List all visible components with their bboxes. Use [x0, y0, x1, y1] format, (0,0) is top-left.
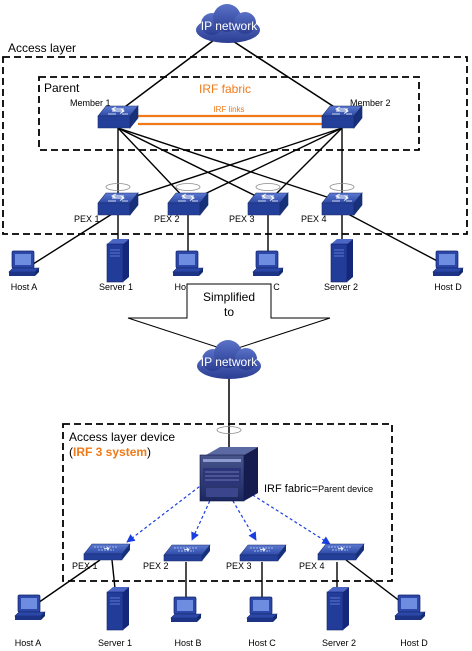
irf-open-paren: ( [69, 445, 73, 459]
irf-close-paren: ) [147, 445, 151, 459]
irf-system-label: (IRF 3 system) [69, 445, 151, 459]
chassis-icon [199, 447, 258, 502]
pex2-label: PEX 2 [154, 214, 180, 224]
switch-icon [247, 192, 289, 216]
pc-icon [252, 250, 284, 277]
access-device-box [62, 423, 393, 582]
pex4-label: PEX 4 [301, 214, 327, 224]
pc-icon [394, 594, 426, 621]
pex2-label-bottom: PEX 2 [143, 561, 169, 571]
pex3-label: PEX 3 [229, 214, 255, 224]
irf-system-text: IRF 3 system [73, 445, 147, 459]
parent-box [38, 76, 420, 151]
switch-icon [167, 192, 209, 216]
host-c-label-bottom: Host C [248, 638, 276, 648]
host-a-label-bottom: Host A [15, 638, 42, 648]
switch-icon [97, 105, 139, 129]
down-arrow-icon [127, 283, 331, 352]
server-icon [106, 238, 130, 283]
switch-icon [239, 544, 287, 562]
pc-icon [432, 250, 464, 277]
pex4-label-bottom: PEX 4 [299, 561, 325, 571]
access-device-label: Access layer device [69, 430, 175, 444]
member2-label: Member 2 [350, 98, 391, 108]
access-layer-label: Access layer [8, 41, 76, 55]
pex1-label: PEX 1 [74, 214, 100, 224]
switch-icon [163, 544, 211, 562]
switch-icon [317, 543, 365, 561]
server-icon [326, 586, 350, 631]
server-icon [106, 586, 130, 631]
fabric-main-text: IRF fabric= [264, 483, 318, 495]
pc-icon [246, 596, 278, 623]
server2-label: Server 2 [324, 282, 358, 292]
cloud-label: IP network [201, 19, 258, 33]
pc-icon [14, 594, 46, 621]
simplified-label: Simplified [203, 290, 255, 304]
irf-fabric-label: IRF fabric [199, 82, 251, 96]
server1-label-bottom: Server 1 [98, 638, 132, 648]
server2-label-bottom: Server 2 [322, 638, 356, 648]
pex1-label-bottom: PEX 1 [72, 561, 98, 571]
member1-label: Member 1 [70, 98, 111, 108]
fabric-parent-label: IRF fabric=Parent device [264, 483, 373, 495]
access-layer-box [2, 56, 468, 235]
switch-icon [321, 105, 363, 129]
host-b-label-bottom: Host B [174, 638, 201, 648]
host-d-label-bottom: Host D [400, 638, 428, 648]
server1-label: Server 1 [99, 282, 133, 292]
parent-label: Parent [44, 81, 80, 95]
pex3-label-bottom: PEX 3 [226, 561, 252, 571]
host-d-label: Host D [434, 282, 462, 292]
pc-icon [170, 596, 202, 623]
to-label: to [224, 305, 234, 319]
host-a-label: Host A [11, 282, 38, 292]
switch-icon [83, 543, 131, 561]
cloud-label-bottom: IP network [201, 355, 258, 369]
switch-icon [97, 192, 139, 216]
fabric-small-text: Parent device [318, 484, 373, 494]
irf-links-label: IRF links [213, 105, 244, 114]
server-icon [330, 238, 354, 283]
pc-icon [172, 250, 204, 277]
switch-icon [321, 192, 363, 216]
